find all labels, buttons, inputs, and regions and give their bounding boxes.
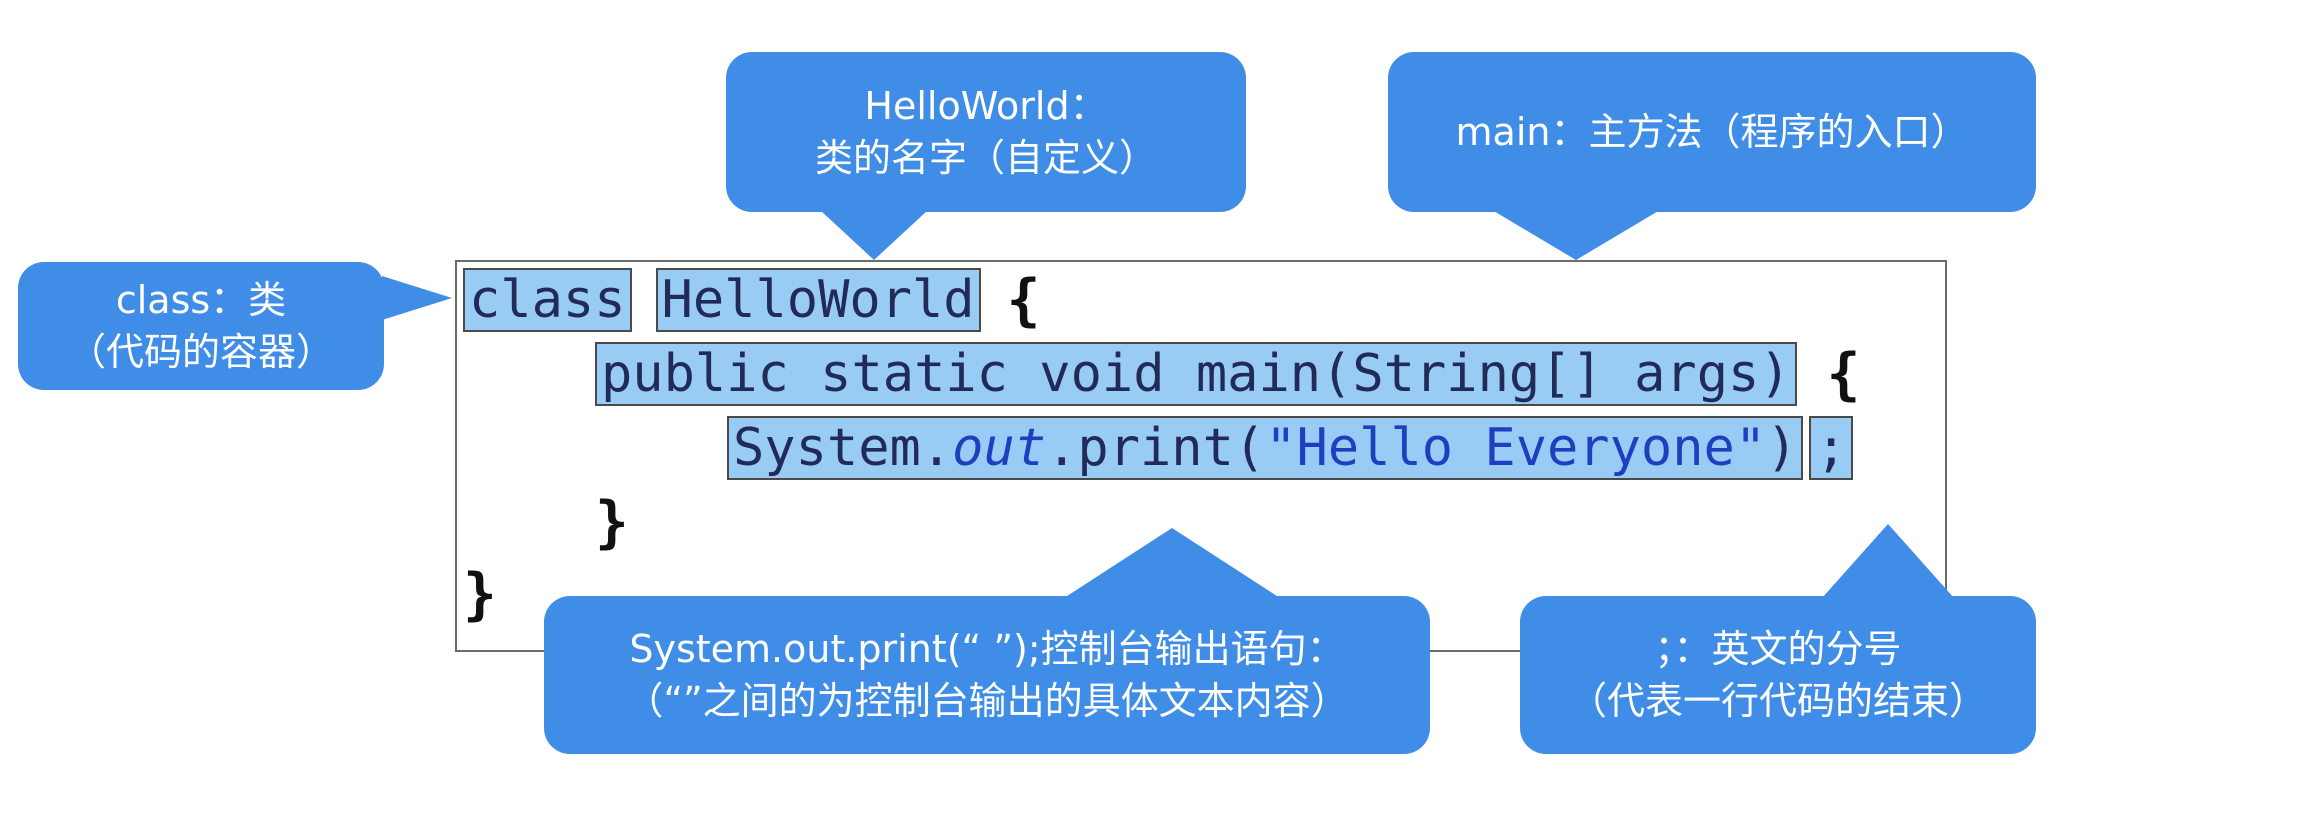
print-out: out — [952, 418, 1047, 478]
callout-class-tail — [382, 276, 452, 320]
code-line-1: class HelloWorld { — [463, 267, 1041, 333]
code-line-5: } — [463, 561, 497, 627]
print-close: ) — [1766, 418, 1798, 478]
callout-print-line2: （“”之间的为控制台输出的具体文本内容） — [625, 679, 1349, 723]
callout-semicolon-line1: ；：英文的分号 — [1654, 627, 1902, 671]
class-keyword: class — [463, 268, 632, 332]
main-signature: public static void main(String[] args) — [595, 342, 1797, 406]
close-brace-main: } — [595, 489, 629, 555]
callout-helloworld-tail — [820, 210, 928, 260]
print-string: "Hello Everyone" — [1265, 418, 1767, 478]
open-brace-main: { — [1826, 341, 1861, 407]
callout-semicolon: ；：英文的分号 （代表一行代码的结束） — [1520, 596, 2036, 754]
callout-main-line1: main：主方法（程序的入口） — [1455, 110, 1969, 154]
callout-helloworld-line2: 类的名字（自定义） — [814, 136, 1157, 180]
print-statement: System.out.print("Hello Everyone") — [727, 416, 1804, 480]
callout-main-tail — [1492, 210, 1660, 260]
code-line-2: public static void main(String[] args) { — [595, 341, 1861, 407]
callout-print: System.out.print(“ ”);控制台输出语句： （“”之间的为控制… — [544, 596, 1430, 754]
callout-print-line1: System.out.print(“ ”);控制台输出语句： — [629, 627, 1345, 671]
code-box: class HelloWorld { public static void ma… — [455, 260, 1947, 652]
open-brace-class: { — [1006, 267, 1041, 333]
callout-class-line2: （代码的容器） — [67, 330, 334, 374]
callout-semicolon-line2: （代表一行代码的结束） — [1568, 679, 1987, 723]
callout-print-tail — [1064, 528, 1280, 598]
callout-semicolon-tail — [1822, 524, 1954, 598]
print-method: .print( — [1046, 418, 1266, 478]
callout-class: class：类 （代码的容器） — [18, 262, 384, 390]
callout-class-line1: class：类 — [115, 278, 287, 322]
semicolon: ; — [1809, 416, 1853, 480]
print-system: System. — [733, 418, 953, 478]
callout-main: main：主方法（程序的入口） — [1388, 52, 2036, 212]
close-brace-class: } — [463, 561, 497, 627]
code-line-4: } — [595, 489, 629, 555]
callout-helloworld: HelloWorld： 类的名字（自定义） — [726, 52, 1246, 212]
class-name: HelloWorld — [655, 268, 981, 332]
code-line-3: System.out.print("Hello Everyone") ; — [727, 416, 1853, 480]
callout-helloworld-line1: HelloWorld： — [864, 84, 1108, 128]
